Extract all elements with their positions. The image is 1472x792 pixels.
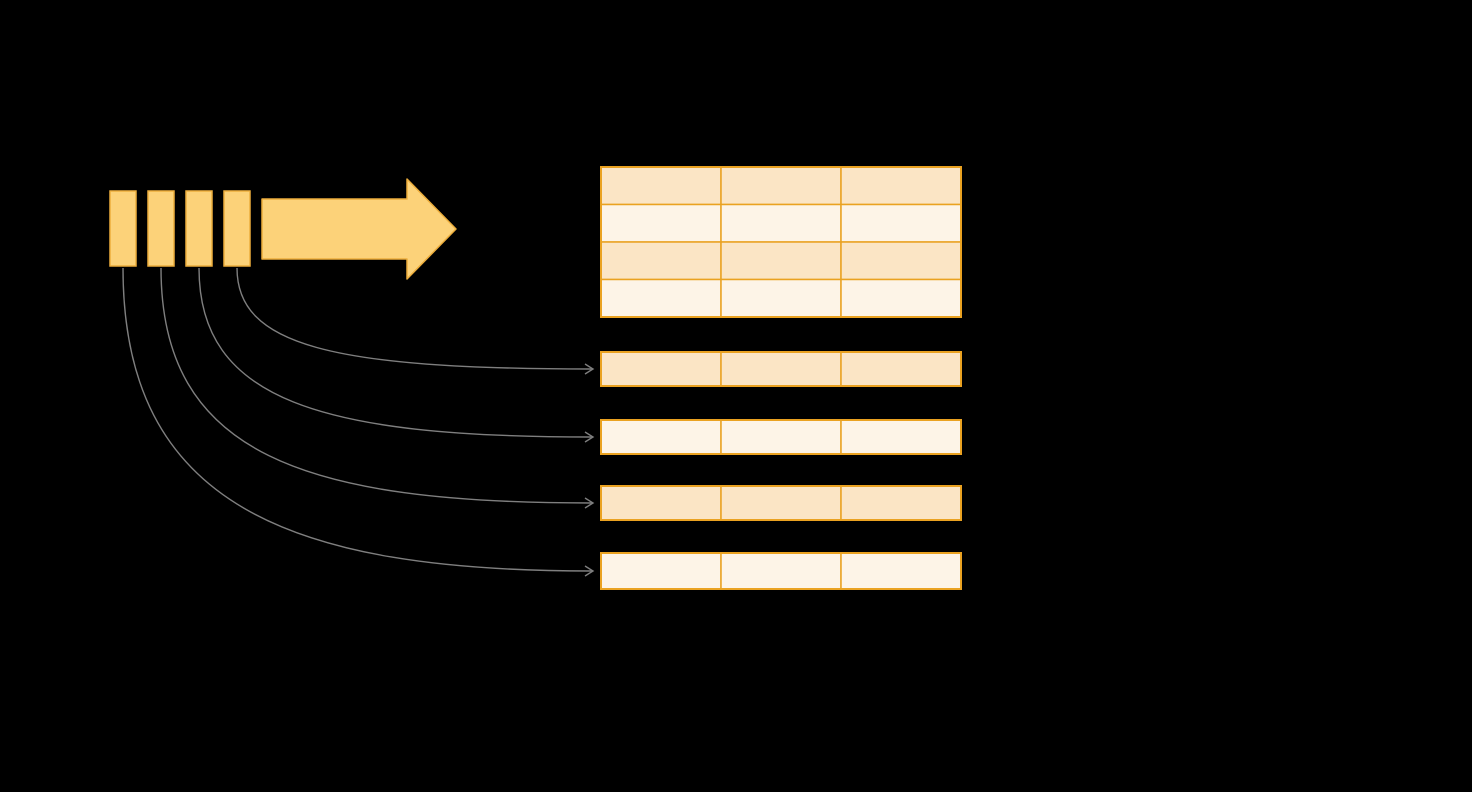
row-table-3 bbox=[600, 485, 962, 521]
row-table-outline bbox=[600, 419, 962, 455]
row-table-1 bbox=[600, 351, 962, 387]
arrowhead-icon bbox=[584, 497, 595, 509]
row-table-cell bbox=[840, 419, 962, 455]
source-bar-4 bbox=[223, 190, 251, 267]
main-table-cell bbox=[600, 203, 722, 243]
arrowhead-icon bbox=[584, 363, 595, 375]
row-table-outline bbox=[600, 552, 962, 590]
main-table-cell bbox=[840, 166, 962, 206]
row-table-cell bbox=[720, 552, 842, 590]
row-table-2 bbox=[600, 419, 962, 455]
main-table-cell bbox=[840, 203, 962, 243]
row-table-cell bbox=[720, 351, 842, 387]
main-table-cell bbox=[600, 241, 722, 281]
row-table-outline bbox=[600, 351, 962, 387]
main-table-cell bbox=[720, 203, 842, 243]
row-table-cell bbox=[720, 485, 842, 521]
row-table-outline bbox=[600, 485, 962, 521]
main-table-cell bbox=[720, 241, 842, 281]
main-table-cell bbox=[720, 278, 842, 318]
main-table-cell bbox=[840, 241, 962, 281]
main-table-row-3 bbox=[600, 241, 962, 281]
main-table-cell bbox=[840, 278, 962, 318]
main-table-row-1 bbox=[600, 166, 962, 206]
main-table-cell bbox=[720, 166, 842, 206]
row-table-cell bbox=[840, 351, 962, 387]
mapping-connectors bbox=[122, 267, 595, 577]
main-table-cell bbox=[600, 166, 722, 206]
source-bar-2 bbox=[147, 190, 175, 267]
source-bar-1 bbox=[109, 190, 137, 267]
arrowhead-icon bbox=[584, 565, 595, 577]
mapping-connector-3-to-row2 bbox=[198, 267, 593, 438]
mapping-connector-4-to-row1 bbox=[236, 267, 593, 370]
main-table-row-2 bbox=[600, 203, 962, 243]
row-table-cell bbox=[840, 485, 962, 521]
mapping-connector-2-to-row3 bbox=[160, 267, 593, 504]
row-table-cell bbox=[600, 419, 722, 455]
row-table-cell bbox=[840, 552, 962, 590]
row-table-4 bbox=[600, 552, 962, 590]
source-bar-stack bbox=[109, 190, 251, 267]
flow-arrow-icon bbox=[261, 178, 457, 280]
row-table-cell bbox=[600, 351, 722, 387]
main-table-row-4 bbox=[600, 278, 962, 318]
main-table-cell bbox=[600, 278, 722, 318]
row-table-cell bbox=[600, 552, 722, 590]
arrowhead-icon bbox=[584, 431, 595, 443]
row-table-cell bbox=[720, 419, 842, 455]
source-bar-3 bbox=[185, 190, 213, 267]
row-table-cell bbox=[600, 485, 722, 521]
main-table-outline bbox=[600, 166, 962, 318]
mapping-connector-1-to-row4 bbox=[122, 267, 593, 572]
main-table bbox=[600, 166, 962, 318]
